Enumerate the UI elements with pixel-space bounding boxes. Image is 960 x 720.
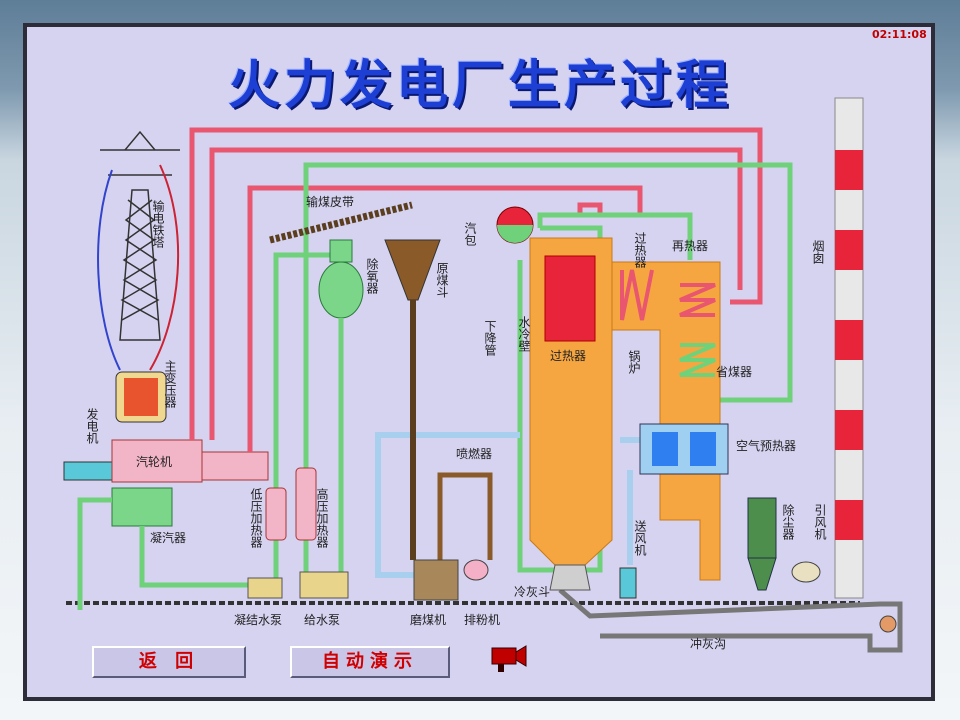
coal-mill (413, 559, 459, 601)
main-transformer (115, 371, 167, 423)
boiler (529, 237, 721, 581)
air-preheater (639, 423, 729, 475)
hp-heater (295, 467, 317, 541)
back-button[interactable]: 返 回 (92, 646, 246, 678)
condenser (111, 487, 173, 527)
coal-belt (269, 201, 413, 244)
lp-heater (265, 487, 287, 541)
fd-fan (619, 567, 637, 599)
main-steam-lines (189, 127, 763, 452)
dust-collector (747, 497, 777, 591)
deaerator (318, 239, 364, 575)
auto-demo-button[interactable]: 自动演示 (290, 646, 450, 678)
chimney (834, 97, 864, 599)
video-camera-icon[interactable] (486, 640, 530, 674)
exhauster (463, 559, 489, 581)
clock-readout: 02:11:08 (872, 28, 927, 41)
feed-pump (299, 571, 349, 599)
ash-trench (558, 588, 903, 653)
diagram-title: 火力发电厂生产过程 (227, 56, 732, 116)
coal-hopper (384, 239, 441, 301)
air-lines (375, 432, 640, 578)
steam-drum (496, 206, 534, 244)
condensate-pump (247, 577, 283, 599)
feed-water-lines (77, 162, 793, 610)
ash-hopper (549, 564, 591, 591)
turbine (111, 439, 203, 483)
diagram-frame (23, 23, 935, 701)
id-fan (791, 561, 821, 583)
generator (63, 461, 113, 481)
trench-pump-icon (879, 615, 897, 633)
transmission-tower (100, 130, 180, 341)
